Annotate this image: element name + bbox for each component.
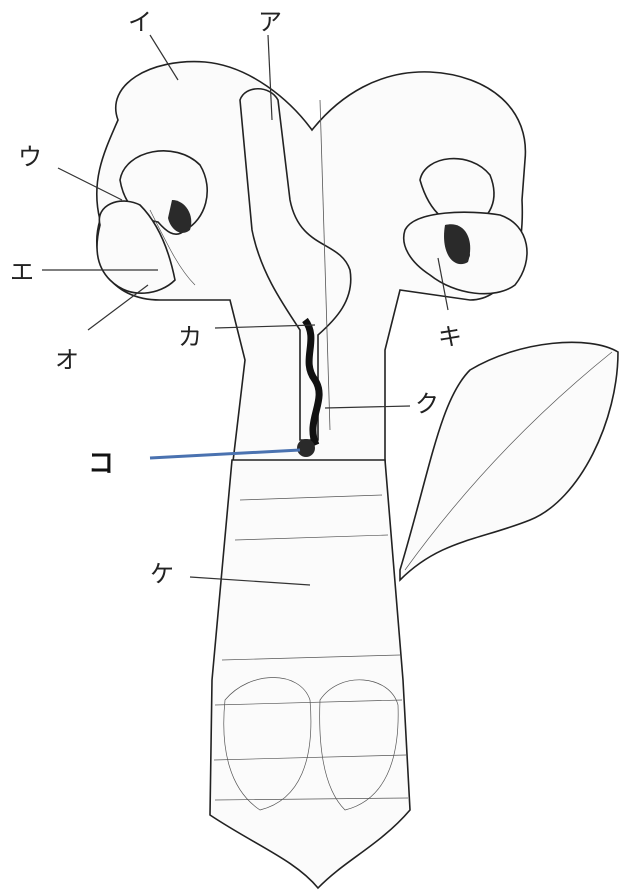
label-ka: カ <box>178 323 202 351</box>
label-o: オ <box>55 346 79 374</box>
label-ki: キ <box>438 323 462 351</box>
label-ke: ケ <box>150 560 174 588</box>
label-ku: ク <box>415 390 439 418</box>
label-a: ア <box>258 8 282 36</box>
label-u: ウ <box>18 143 42 171</box>
leaf-appendage <box>400 342 618 580</box>
trunk <box>210 460 410 888</box>
label-i: イ <box>128 8 152 36</box>
label-e: エ <box>10 258 34 286</box>
leader-o <box>88 285 148 330</box>
label-ko: コ <box>88 449 114 479</box>
